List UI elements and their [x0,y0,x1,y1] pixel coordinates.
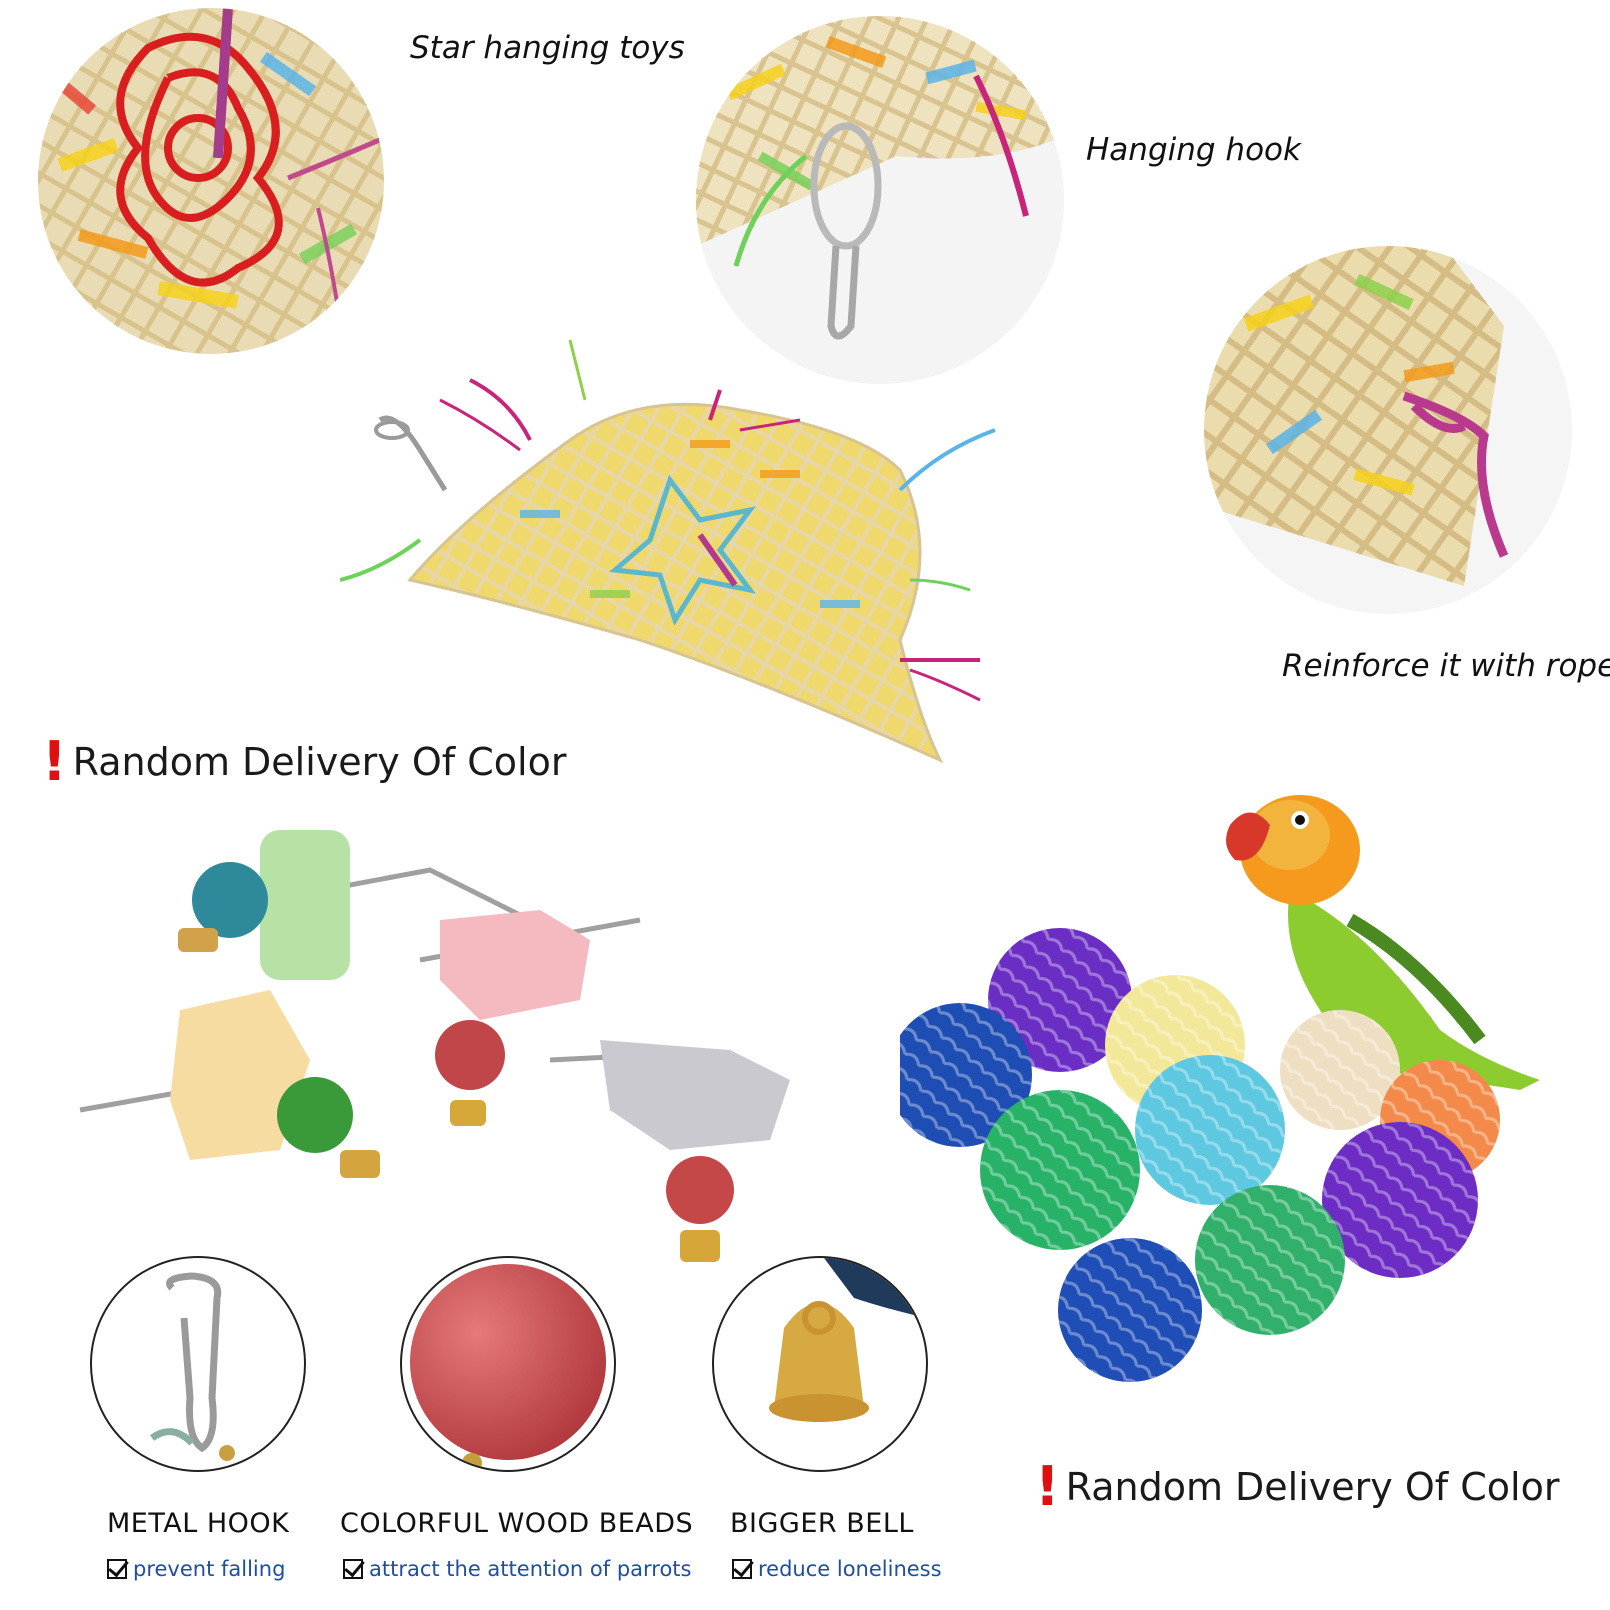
exclamation-icon: ! [42,730,67,793]
rattan-balls-with-parrot [888,780,1560,1420]
wood-bead-closeup [400,1256,616,1472]
feature-sub-wood-beads: attract the attention of parrots [343,1557,691,1581]
mineral-chew-image [79,830,790,1262]
random-delivery-label-bottom: ! Random Delivery Of Color [1035,1460,1559,1514]
mineral-chew-toys [70,810,830,1310]
random-delivery-label-top: ! Random Delivery Of Color [42,735,566,789]
checkmark-icon [732,1559,752,1579]
feature-title-metal-hook: METAL HOOK [107,1508,290,1539]
rope-closeup [1204,246,1572,614]
random-delivery-text: Random Delivery Of Color [1065,1465,1560,1509]
feature-sub-text: attract the attention of parrots [369,1557,692,1581]
feature-sub-bigger-bell: reduce loneliness [732,1557,942,1581]
hanging-hook-closeup-image [696,16,1064,384]
star-toys-caption: Star hanging toys [410,30,685,66]
exclamation-icon: ! [1035,1455,1060,1518]
hanging-hook-caption: Hanging hook [1086,132,1301,168]
random-delivery-text: Random Delivery Of Color [72,740,567,784]
feature-title-wood-beads: COLORFUL WOOD BEADS [340,1508,694,1539]
hanging-hook-closeup [696,16,1064,384]
feature-title-bigger-bell: BIGGER BELL [730,1508,914,1539]
woven-shredder-toy [339,339,1020,780]
rope-caption: Reinforce it with rope [1282,648,1610,684]
checkmark-icon [107,1559,127,1579]
metal-hook-icon [149,1272,235,1461]
feature-sub-text: prevent falling [133,1557,286,1581]
star-toy-closeup [38,8,384,354]
feature-sub-metal-hook: prevent falling [107,1557,285,1581]
wood-bead-icon [410,1264,606,1470]
rattan-balls-image [888,795,1540,1382]
checkmark-icon [343,1559,363,1579]
bigger-bell-closeup [712,1256,928,1472]
star-toy-closeup-image [38,8,384,354]
feature-sub-text: reduce loneliness [758,1557,942,1581]
metal-hook-closeup [90,1256,306,1472]
woven-toy-image [339,339,996,764]
rope-closeup-image [1204,246,1572,614]
bell-icon [769,1258,926,1422]
